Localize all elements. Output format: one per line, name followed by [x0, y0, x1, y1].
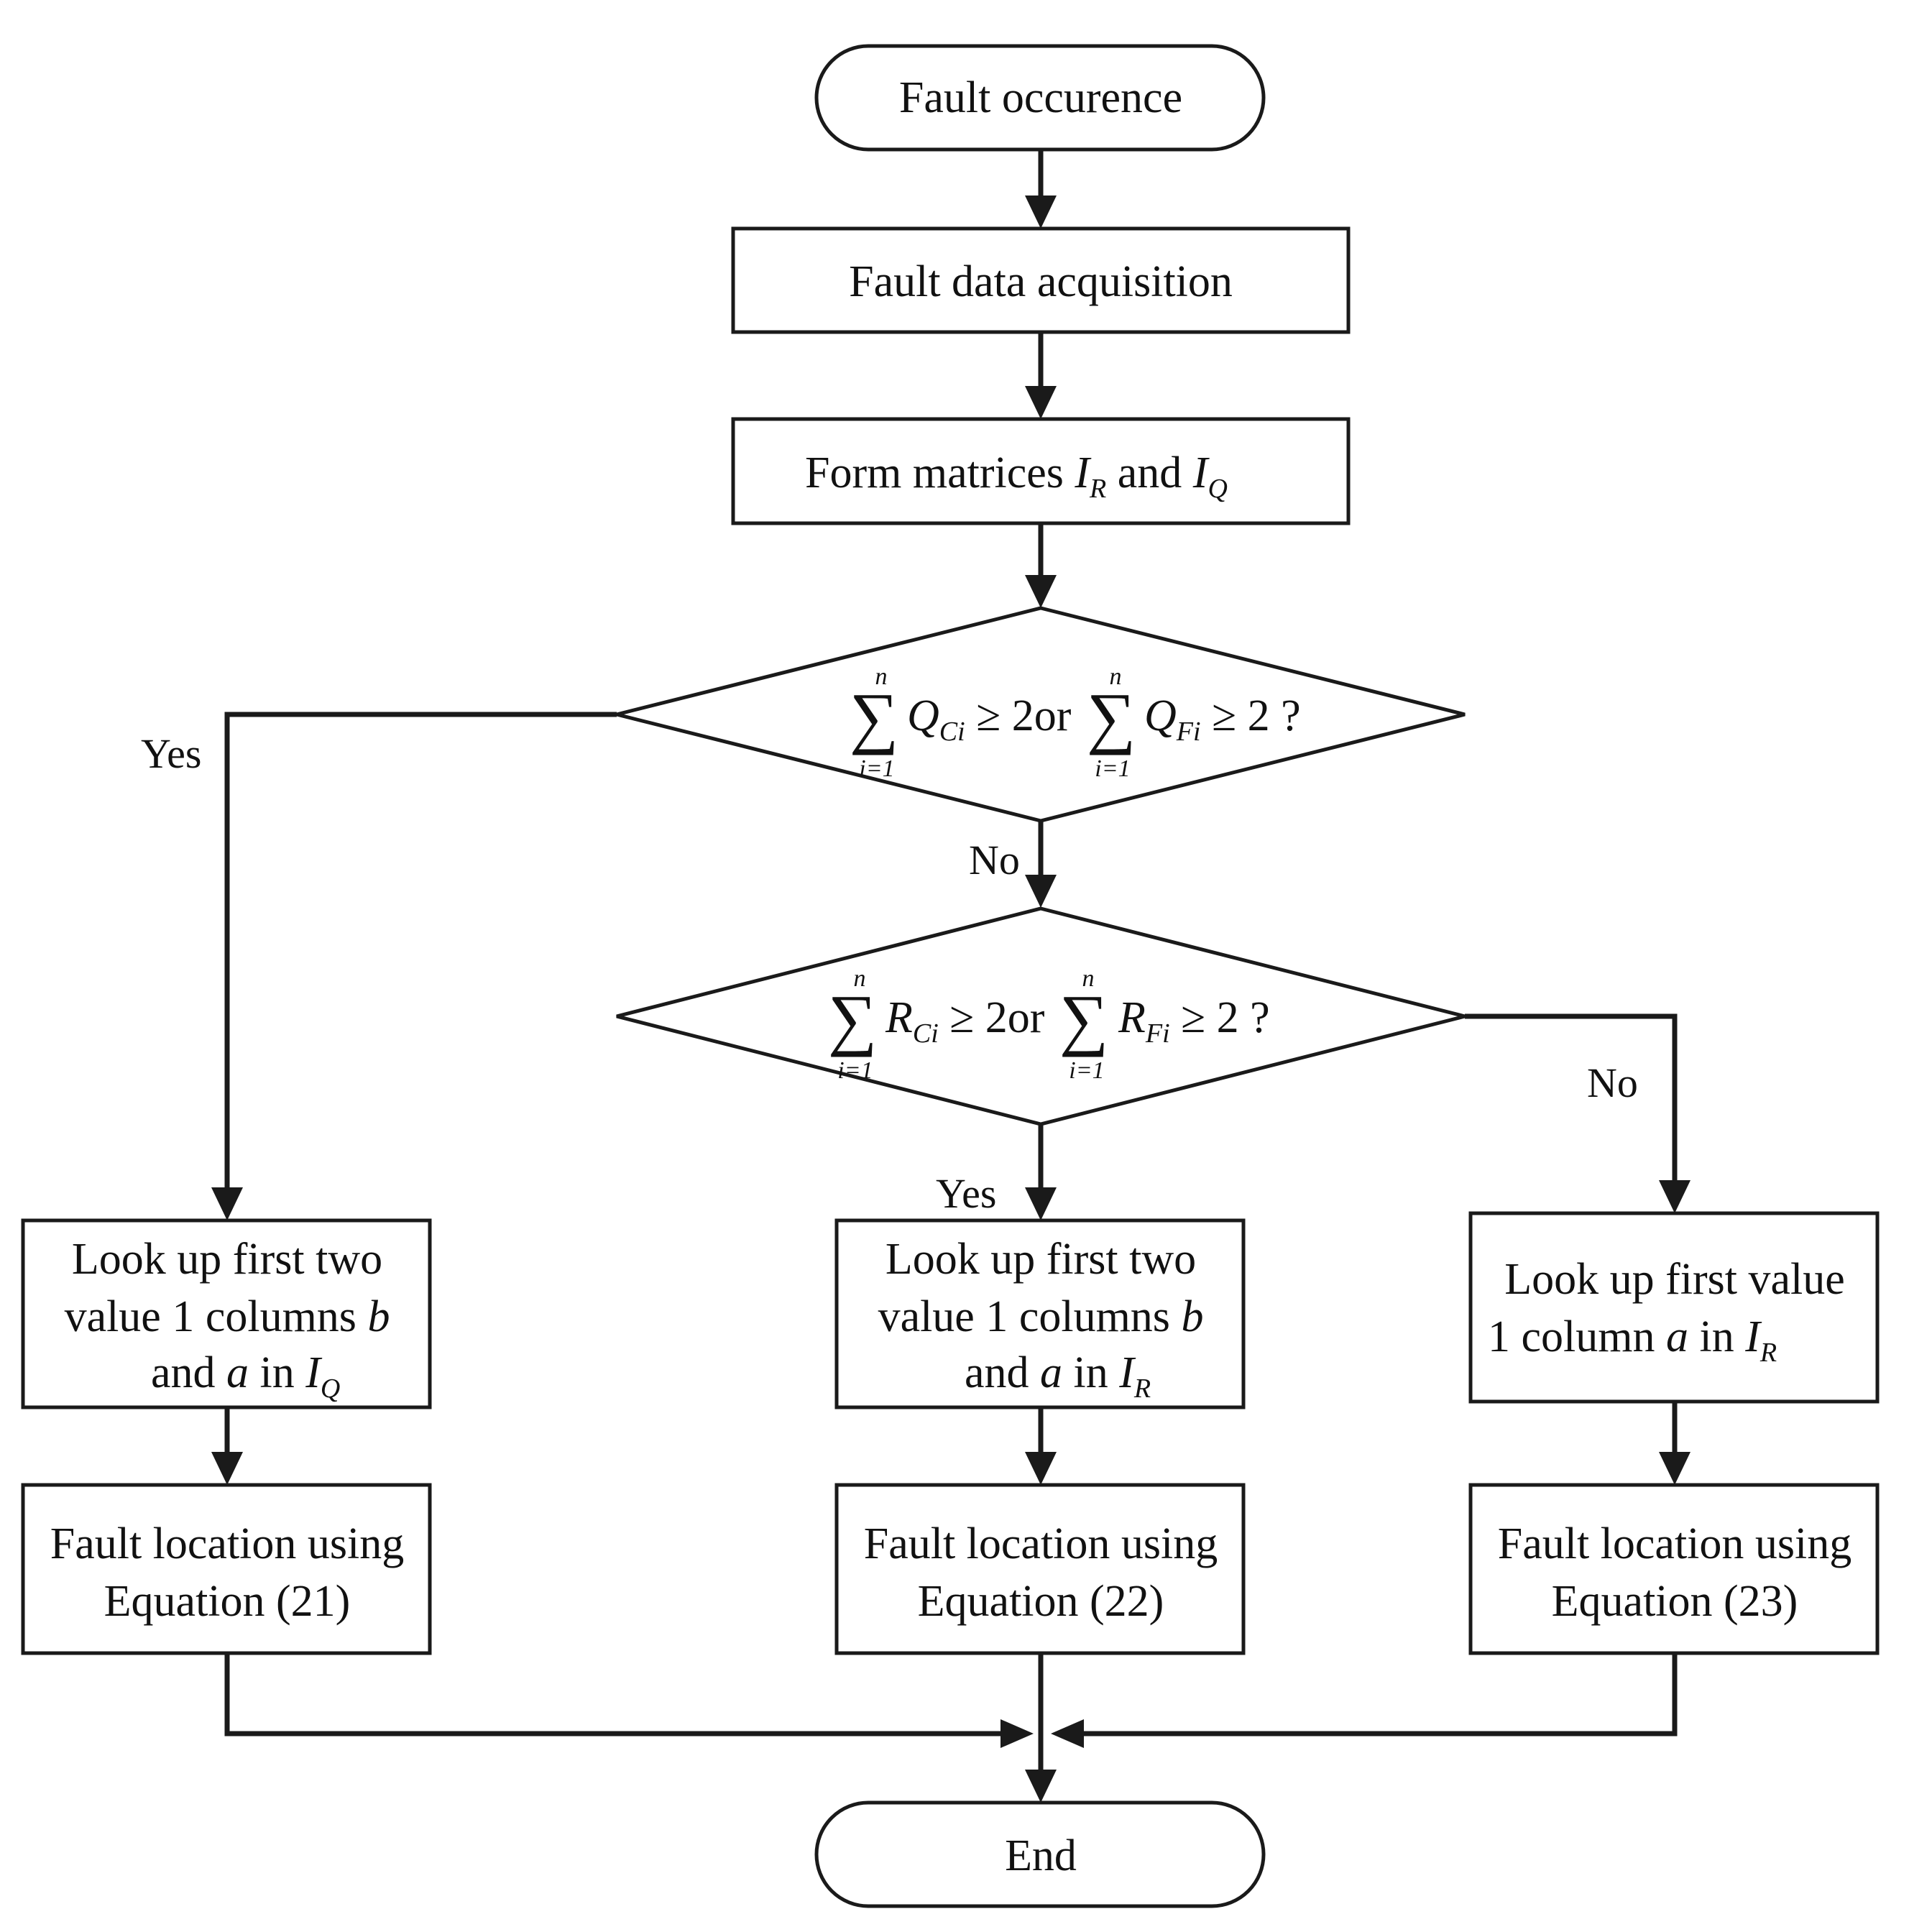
arrow-decision1-yes: [224, 712, 617, 1193]
sum-lower-limit: i=1: [837, 1057, 873, 1084]
sum-upper-limit: n: [1110, 663, 1122, 690]
lookup-right-line1: Look up first value: [1504, 1255, 1845, 1304]
acquire-label: Fault data acquisition: [849, 257, 1233, 306]
decision2-term2: RFi ≥ 2 ?: [1118, 993, 1270, 1049]
lookup-mid-box: Look up first two value 1 columns b and …: [834, 1218, 1246, 1409]
arrowhead: [1000, 1719, 1034, 1748]
start-terminal: Fault occurence: [814, 44, 1266, 152]
locate-mid-line1: Fault location using: [864, 1519, 1218, 1568]
matrices-box: Form matrices IR and IQ: [731, 417, 1351, 525]
lookup-left-line3: and a in IQ: [151, 1348, 340, 1404]
lookup-mid-line3: and a in IR: [965, 1348, 1151, 1404]
acquire-box: Fault data acquisition: [731, 226, 1351, 334]
arrowhead: [1025, 1452, 1057, 1485]
locate-right-line1: Fault location using: [1498, 1519, 1852, 1568]
arrowhead: [1051, 1719, 1084, 1748]
decision1-term2: QFi ≥ 2 ?: [1144, 691, 1301, 747]
merge-right: [1078, 1653, 1678, 1736]
decision2-yes-label: Yes: [936, 1170, 996, 1217]
decision1-term1: QCi ≥ 2or: [907, 691, 1072, 747]
merge-left: [224, 1653, 1006, 1736]
arrowhead: [1659, 1452, 1690, 1485]
connectors: [211, 150, 1690, 1803]
arrowhead: [1025, 875, 1057, 908]
start-label: Fault occurence: [899, 73, 1182, 122]
locate-mid-line2: Equation (22): [918, 1577, 1164, 1626]
locate-right-line2: Equation (23): [1552, 1577, 1798, 1626]
decision1-diamond: n ∑ i=1 QCi ≥ 2or n ∑ i=1 QFi ≥ 2 ?: [616, 606, 1466, 823]
sum-upper-limit: n: [854, 965, 866, 992]
arrow-decision2-no: [1465, 1013, 1678, 1186]
lookup-left-box: Look up first two value 1 columns b and …: [21, 1218, 432, 1409]
sum-upper-limit: n: [875, 663, 888, 690]
sum-lower-limit: i=1: [859, 755, 894, 782]
locate-right-box: Fault location using Equation (23): [1468, 1483, 1880, 1655]
lookup-right-box: Look up first value 1 column a in IR: [1468, 1211, 1880, 1404]
arrowhead: [211, 1187, 243, 1220]
decision1-yes-label: Yes: [141, 730, 201, 777]
lookup-right-line2: 1 column a in IR: [1488, 1312, 1777, 1368]
arrowhead: [1025, 386, 1057, 419]
sigma-symbol: ∑: [1059, 980, 1108, 1057]
arrowhead: [211, 1452, 243, 1485]
sum-lower-limit: i=1: [1069, 1057, 1104, 1084]
lookup-mid-line1: Look up first two: [886, 1235, 1196, 1284]
decision2-diamond: n ∑ i=1 RCi ≥ 2or n ∑ i=1 RFi ≥ 2 ?: [616, 906, 1466, 1126]
lookup-mid-line2: value 1 columns b: [878, 1292, 1204, 1341]
end-label: End: [1005, 1831, 1077, 1880]
locate-left-line1: Fault location using: [50, 1519, 405, 1568]
arrowhead: [1025, 1770, 1057, 1803]
lookup-left-line2: value 1 columns b: [65, 1292, 390, 1341]
lookup-left-line1: Look up first two: [72, 1235, 382, 1284]
arrowhead: [1025, 575, 1057, 608]
end-terminal: End: [814, 1800, 1266, 1908]
sigma-symbol: ∑: [1087, 678, 1136, 755]
decision2-no-label: No: [1587, 1059, 1638, 1106]
arrowhead: [1025, 1187, 1057, 1220]
arrowhead: [1025, 196, 1057, 229]
locate-left-box: Fault location using Equation (21): [21, 1483, 432, 1655]
sum-lower-limit: i=1: [1095, 755, 1130, 782]
locate-mid-box: Fault location using Equation (22): [834, 1483, 1246, 1655]
sigma-symbol: ∑: [850, 678, 898, 755]
sigma-symbol: ∑: [828, 980, 877, 1057]
matrices-label: Form matrices IR and IQ: [805, 448, 1228, 504]
decision2-term1: RCi ≥ 2or: [885, 993, 1045, 1049]
arrowhead: [1659, 1180, 1690, 1213]
sum-upper-limit: n: [1082, 965, 1095, 992]
decision1-no-label: No: [969, 837, 1020, 883]
locate-left-line2: Equation (21): [104, 1577, 351, 1626]
